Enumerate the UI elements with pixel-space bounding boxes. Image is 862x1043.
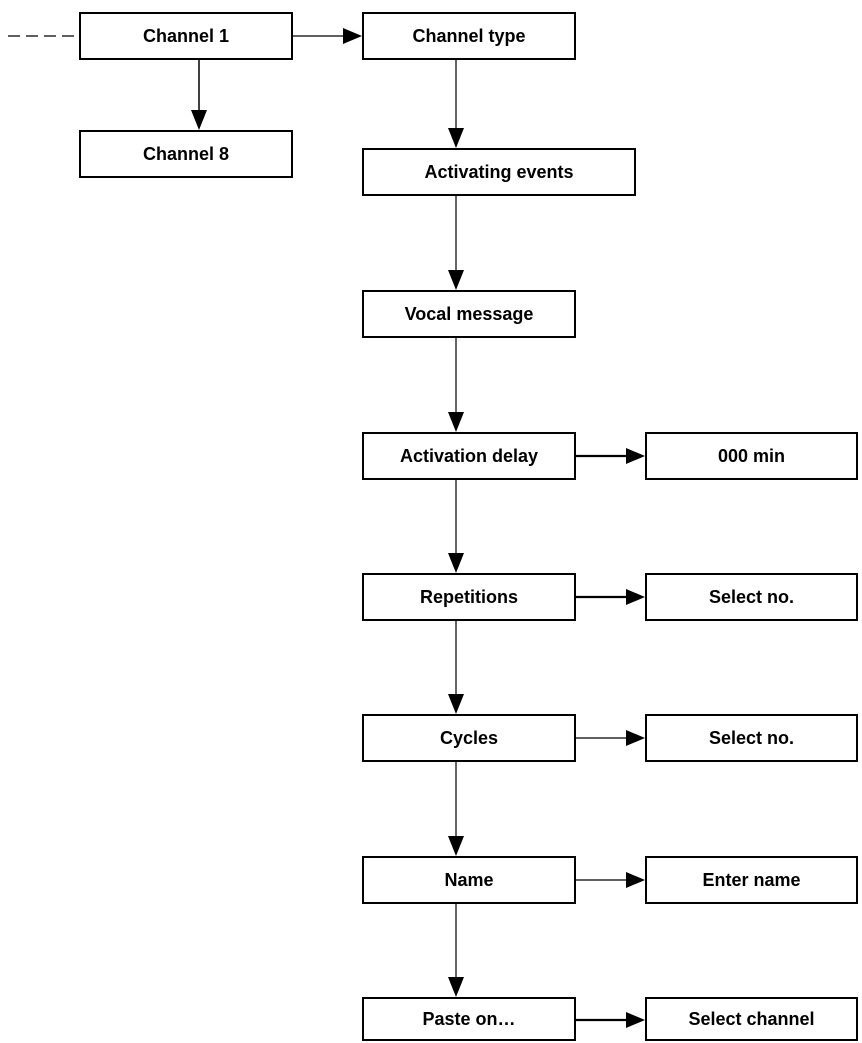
arrowhead-channel1-to-type xyxy=(343,28,362,44)
arrowhead-vocal-to-delay xyxy=(448,412,464,432)
node-repetitions: Repetitions xyxy=(362,573,576,621)
node-paste-value: Select channel xyxy=(645,997,858,1041)
node-name: Name xyxy=(362,856,576,904)
arrowhead-reps-to-cycles xyxy=(448,694,464,714)
node-paste-on: Paste on… xyxy=(362,997,576,1041)
node-repetitions-label: Repetitions xyxy=(419,587,518,607)
node-paste-value-label: Select channel xyxy=(688,1009,815,1029)
node-channel-8-label: Channel 8 xyxy=(142,144,230,164)
node-cycles: Cycles xyxy=(362,714,576,762)
arrowhead-type-to-events xyxy=(448,128,464,148)
node-activating-events-label: Activating events xyxy=(424,162,574,182)
node-repetitions-value: Select no. xyxy=(645,573,858,621)
node-cycles-value: Select no. xyxy=(645,714,858,762)
node-delay-value: 000 min xyxy=(645,432,858,480)
node-channel-1: Channel 1 xyxy=(79,12,293,60)
arrowhead-cycles-to-value xyxy=(626,730,645,746)
node-activating-events: Activating events xyxy=(362,148,636,196)
arrowhead-delay-to-reps xyxy=(448,553,464,573)
node-name-value-label: Enter name xyxy=(702,870,801,890)
arrowhead-events-to-vocal xyxy=(448,270,464,290)
arrowhead-paste-to-value xyxy=(626,1012,645,1028)
node-channel-8: Channel 8 xyxy=(79,130,293,178)
node-delay-value-label: 000 min xyxy=(717,446,786,466)
node-paste-on-label: Paste on… xyxy=(422,1009,516,1029)
node-repetitions-value-label: Select no. xyxy=(708,587,795,607)
node-channel-type-label: Channel type xyxy=(412,26,526,46)
arrowhead-name-to-paste xyxy=(448,977,464,997)
arrowhead-cycles-to-name xyxy=(448,836,464,856)
arrowhead-reps-to-value xyxy=(626,589,645,605)
node-vocal-message-label: Vocal message xyxy=(404,304,534,324)
node-name-value: Enter name xyxy=(645,856,858,904)
node-channel-1-label: Channel 1 xyxy=(142,26,230,46)
node-name-label: Name xyxy=(444,870,494,890)
node-activation-delay-label: Activation delay xyxy=(399,446,539,466)
arrowhead-delay-to-value xyxy=(626,448,645,464)
arrowhead-channel1-to-channel8 xyxy=(191,110,207,130)
node-activation-delay: Activation delay xyxy=(362,432,576,480)
node-cycles-label: Cycles xyxy=(439,728,499,748)
node-channel-type: Channel type xyxy=(362,12,576,60)
node-vocal-message: Vocal message xyxy=(362,290,576,338)
node-cycles-value-label: Select no. xyxy=(708,728,795,748)
arrowhead-name-to-value xyxy=(626,872,645,888)
